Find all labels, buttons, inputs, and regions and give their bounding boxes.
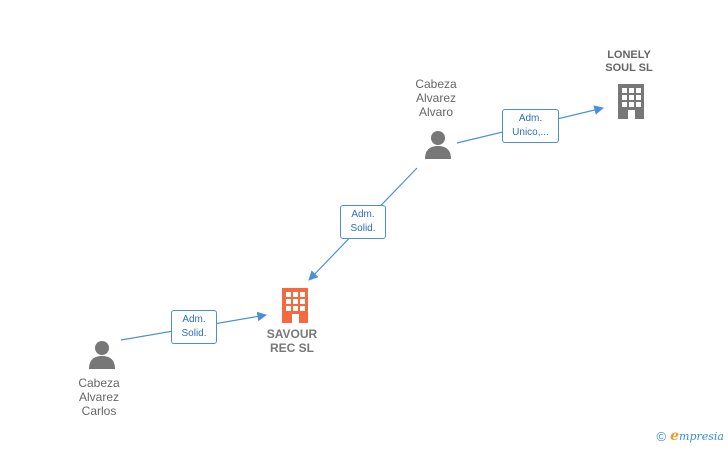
edge-label-carlos-savour[interactable]: Adm. Solid. (171, 310, 217, 344)
copyright-icon: © (656, 428, 667, 444)
brand-footer: © empresia (657, 428, 724, 444)
building-main-icon[interactable] (278, 287, 312, 323)
brand-name: mpresia (679, 430, 724, 443)
node-label-cabeza-alvarez-carlos[interactable]: Cabeza Alvarez Carlos (78, 376, 120, 418)
brand-initial: e (670, 428, 680, 444)
node-label-cabeza-alvarez-alvaro[interactable]: Cabeza Alvarez Alvaro (415, 77, 457, 119)
building-icon[interactable] (614, 83, 648, 119)
person-icon[interactable] (423, 129, 453, 159)
node-label-lonely-soul-sl[interactable]: LONELY SOUL SL (605, 49, 653, 74)
edge-label-alvaro-savour[interactable]: Adm. Solid. (340, 205, 386, 239)
brand-logo: empresia (670, 428, 724, 444)
node-label-savour-rec-sl[interactable]: SAVOUR REC SL (266, 327, 318, 355)
edge-label-alvaro-lonely[interactable]: Adm. Unico,... (502, 109, 559, 143)
person-icon[interactable] (87, 339, 117, 369)
